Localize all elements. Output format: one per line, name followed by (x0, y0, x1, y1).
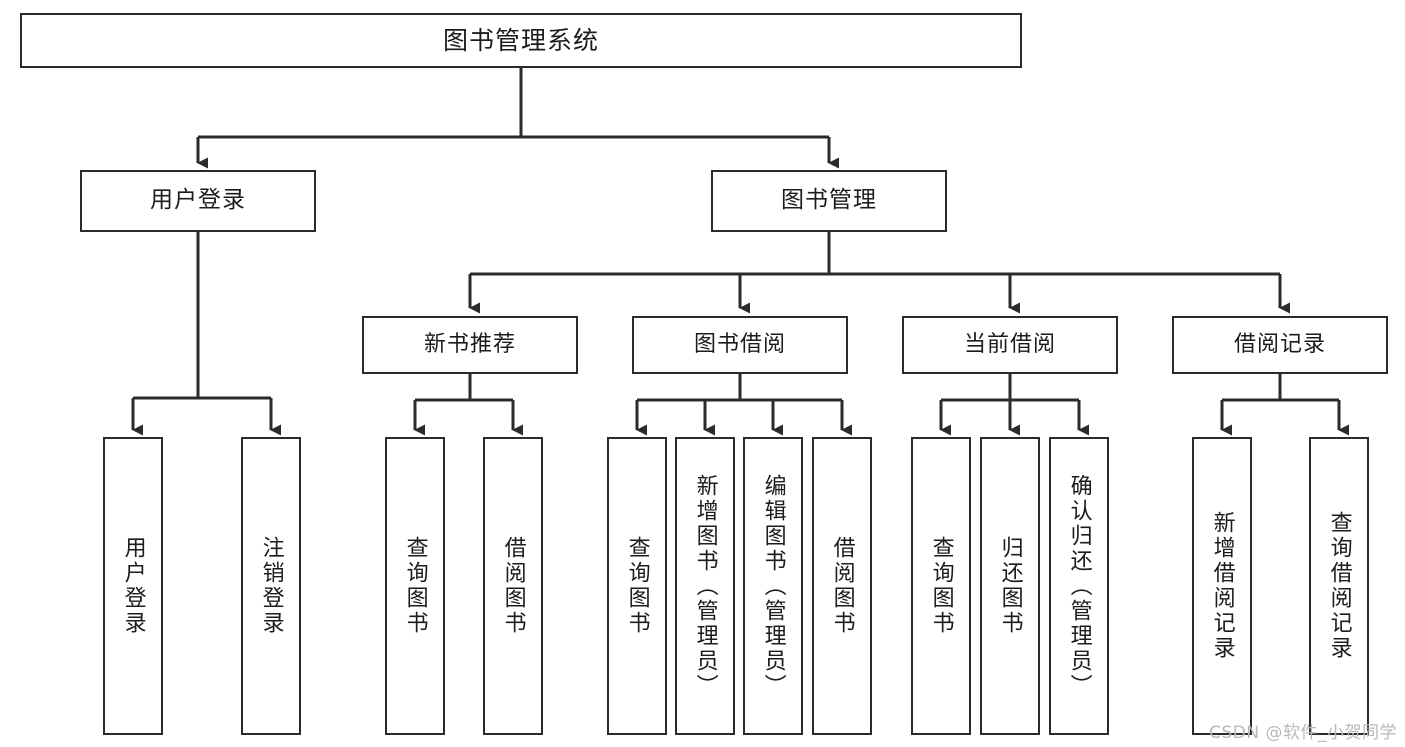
node-root-system[interactable]: 图书管理系统 (20, 13, 1022, 68)
node-leaf-query-book-2-label: 查询图书 (624, 536, 650, 636)
node-user-login-label: 用户登录 (150, 187, 246, 214)
node-leaf-borrow-book-1[interactable]: 借阅图书 (483, 437, 543, 735)
node-leaf-user-logout-label: 注销登录 (258, 536, 284, 636)
node-leaf-borrow-book-2[interactable]: 借阅图书 (812, 437, 872, 735)
node-leaf-edit-book[interactable]: 编辑图书（管理员） (743, 437, 803, 735)
node-leaf-query-book-3-label: 查询图书 (928, 536, 954, 636)
node-leaf-add-book-label: 新增图书（管理员） (692, 473, 718, 699)
node-leaf-confirm-return-label: 确认归还（管理员） (1066, 473, 1092, 699)
node-book-manage[interactable]: 图书管理 (711, 170, 947, 232)
node-leaf-user-login[interactable]: 用户登录 (103, 437, 163, 735)
node-current-borrow[interactable]: 当前借阅 (902, 316, 1118, 374)
node-new-book-recommend-label: 新书推荐 (423, 331, 516, 357)
node-borrow-record-label: 借阅记录 (1233, 331, 1326, 357)
node-leaf-add-record-label: 新增借阅记录 (1209, 511, 1235, 661)
node-leaf-user-logout[interactable]: 注销登录 (241, 437, 301, 735)
node-book-borrow-label: 图书借阅 (693, 331, 786, 357)
node-leaf-query-book-1-label: 查询图书 (402, 536, 428, 636)
node-leaf-query-book-3[interactable]: 查询图书 (911, 437, 971, 735)
node-book-manage-label: 图书管理 (781, 187, 877, 214)
node-leaf-query-record[interactable]: 查询借阅记录 (1309, 437, 1369, 735)
node-leaf-edit-book-label: 编辑图书（管理员） (760, 473, 786, 699)
node-user-login[interactable]: 用户登录 (80, 170, 316, 232)
node-leaf-borrow-book-2-label: 借阅图书 (829, 536, 855, 636)
node-borrow-record[interactable]: 借阅记录 (1172, 316, 1388, 374)
node-current-borrow-label: 当前借阅 (963, 331, 1056, 357)
node-leaf-return-book[interactable]: 归还图书 (980, 437, 1040, 735)
node-new-book-recommend[interactable]: 新书推荐 (362, 316, 578, 374)
node-book-borrow[interactable]: 图书借阅 (632, 316, 848, 374)
node-leaf-user-login-label: 用户登录 (120, 536, 146, 636)
node-leaf-add-book[interactable]: 新增图书（管理员） (675, 437, 735, 735)
node-leaf-return-book-label: 归还图书 (997, 536, 1023, 636)
node-root-system-label: 图书管理系统 (442, 25, 599, 55)
node-leaf-confirm-return[interactable]: 确认归还（管理员） (1049, 437, 1109, 735)
csdn-watermark: CSDN @软件_小贺同学 (1209, 723, 1397, 743)
node-leaf-query-book-2[interactable]: 查询图书 (607, 437, 667, 735)
node-leaf-query-record-label: 查询借阅记录 (1326, 511, 1352, 661)
node-leaf-borrow-book-1-label: 借阅图书 (500, 536, 526, 636)
node-leaf-query-book-1[interactable]: 查询图书 (385, 437, 445, 735)
node-leaf-add-record[interactable]: 新增借阅记录 (1192, 437, 1252, 735)
